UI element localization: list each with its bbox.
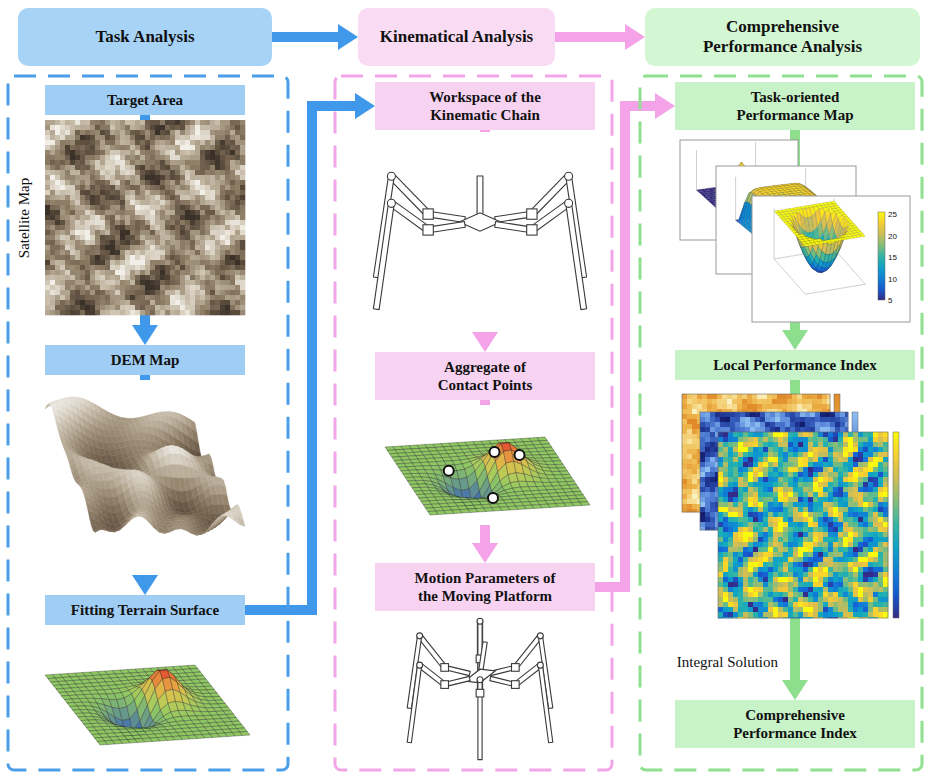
canvas: Task AnalysisKinematical AnalysisCompreh… bbox=[0, 0, 928, 777]
